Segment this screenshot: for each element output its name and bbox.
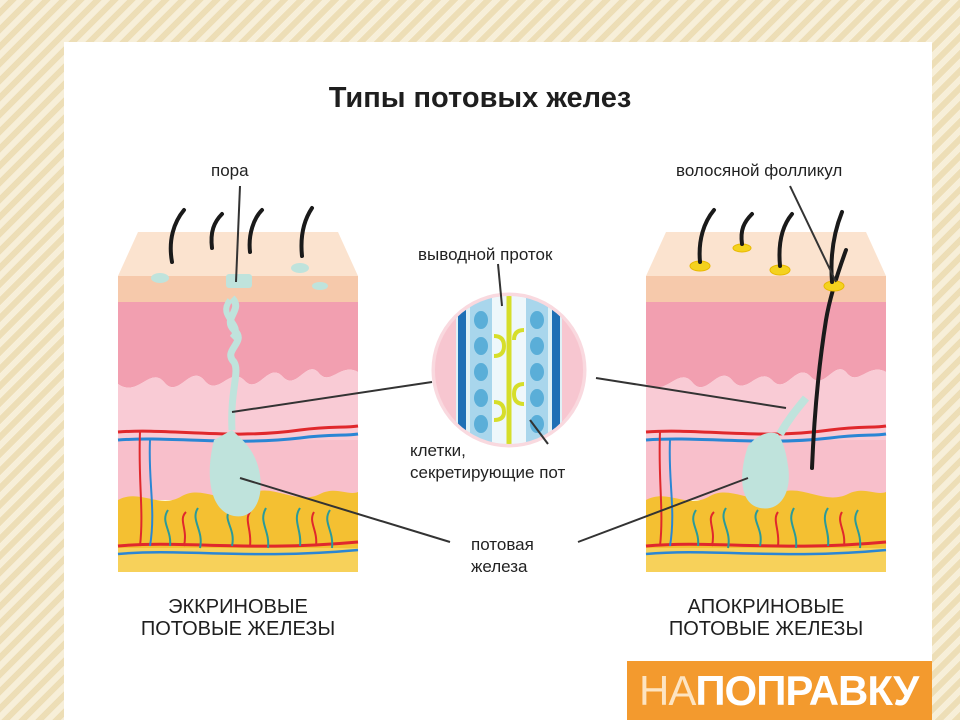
label-secreting-cells-line2: секретирующие пот: [410, 463, 566, 482]
logo-part1: НА: [639, 666, 696, 714]
caption-eccrine-line2: ПОТОВЫЕ ЖЕЛЕЗЫ: [140, 618, 336, 640]
label-pore: пора: [211, 161, 249, 180]
page-title: Типы потовых желез: [328, 82, 632, 114]
label-hair-follicle: волосяной фолликул: [676, 161, 843, 180]
pointer-lines: [231, 185, 837, 543]
label-sweat-gland-line1: потовая: [471, 535, 534, 554]
caption-apocrine-line1: АПОКРИНОВЫЕ: [687, 596, 845, 618]
logo-part2: ПОПРАВКУ: [695, 666, 919, 714]
caption-eccrine-line1: ЭККРИНОВЫЕ: [168, 596, 308, 618]
eccrine-skin-block: [117, 206, 359, 572]
apocrine-skin-block: [645, 208, 887, 572]
caption-apocrine-line2: ПОТОВЫЕ ЖЕЛЕЗЫ: [668, 618, 864, 640]
label-secreting-cells-line1: клетки,: [410, 441, 466, 460]
label-sweat-gland-line2: железа: [471, 557, 528, 576]
label-excretory-duct: выводной проток: [418, 245, 553, 264]
duct-magnified-circle: [431, 292, 587, 448]
